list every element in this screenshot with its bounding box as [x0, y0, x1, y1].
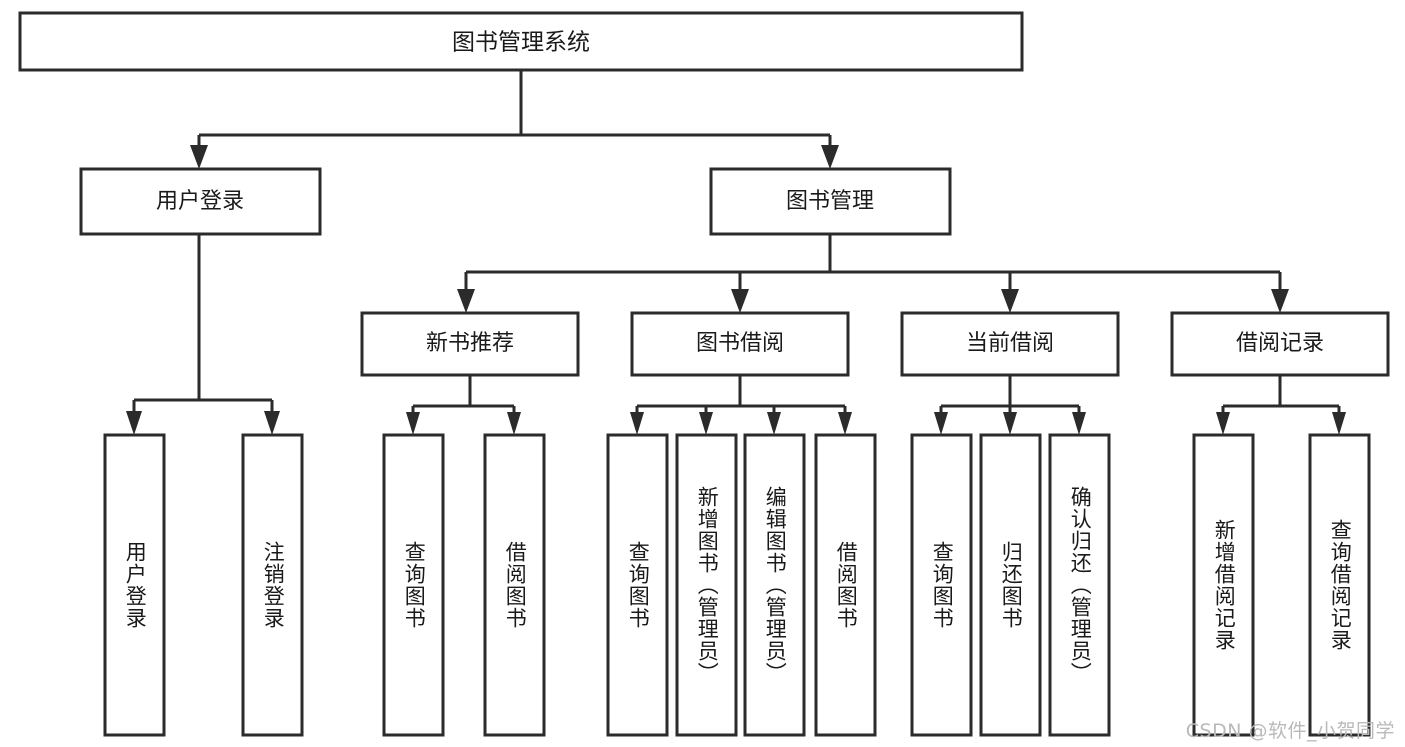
node-borrow-record-label: 借阅记录 [1236, 331, 1324, 356]
arrow-head-leaf-current-borrow-2 [1003, 412, 1017, 435]
node-book-manage-label: 图书管理 [786, 189, 874, 214]
node-root-box[interactable] [18, 11, 1024, 72]
arrow-head-leaf-new-book-1 [406, 412, 420, 435]
node-book-borrow-box[interactable] [630, 311, 850, 377]
leaf-box-user-login-1[interactable] [103, 433, 166, 737]
leaf-box-borrow-record-1[interactable] [1192, 433, 1255, 737]
arrow-head-leaf-user-login-2 [264, 411, 280, 435]
leaf-box-book-borrow-4[interactable] [814, 433, 877, 737]
arrow-head-leaf-current-borrow-1 [934, 412, 948, 435]
csdn-watermark: CSDN @软件_小贺同学 [1185, 720, 1395, 742]
arrow-head-leaf-book-borrow-1 [630, 412, 644, 435]
node-borrow-record-box[interactable] [1170, 311, 1390, 377]
node-root-label: 图书管理系统 [452, 30, 590, 56]
node-root[interactable]: 图书管理系统 [18, 11, 1024, 72]
leaf-box-current-borrow-1[interactable] [910, 433, 973, 737]
arrow-head-leaf-borrow-record-1 [1216, 412, 1230, 435]
arrow-head-leaf-current-borrow-3 [1072, 412, 1086, 435]
arrow-head-book-manage [821, 145, 839, 169]
node-book-manage-box[interactable] [709, 167, 952, 236]
arrow-head-new-book-rec [457, 289, 475, 313]
node-current-borrow[interactable]: 当前借阅 [900, 311, 1120, 377]
node-current-borrow-label: 当前借阅 [966, 331, 1054, 356]
node-borrow-record[interactable]: 借阅记录 [1170, 311, 1390, 377]
leaf-box-new-book-rec-2[interactable] [483, 433, 546, 737]
node-user-login-box[interactable] [79, 167, 322, 236]
arrow-head-book-borrow [731, 289, 749, 313]
arrow-head-leaf-user-login-1 [126, 411, 142, 435]
leaf-box-current-borrow-2[interactable] [979, 433, 1042, 737]
leaf-box-user-login-2[interactable] [241, 433, 304, 737]
node-new-book-rec-box[interactable] [360, 311, 580, 377]
arrow-head-current-borrow [1001, 289, 1019, 313]
arrow-head-leaf-book-borrow-4 [838, 412, 852, 435]
arrow-head-borrow-record [1271, 289, 1289, 313]
arrow-head-leaf-book-borrow-3 [767, 412, 781, 435]
node-user-login[interactable]: 用户登录 [79, 167, 322, 236]
arrow-head-leaf-new-book-2 [507, 412, 521, 435]
arrow-head-leaf-borrow-record-2 [1332, 412, 1346, 435]
node-new-book-rec[interactable]: 新书推荐 [360, 311, 580, 377]
leaf-box-borrow-record-2[interactable] [1308, 433, 1371, 737]
node-book-borrow-label: 图书借阅 [696, 331, 784, 356]
leaf-box-current-borrow-3[interactable] [1048, 433, 1111, 737]
node-book-manage[interactable]: 图书管理 [709, 167, 952, 236]
node-user-login-label: 用户登录 [156, 189, 244, 214]
arrow-head-user-login [190, 145, 208, 169]
leaf-box-book-borrow-1[interactable] [606, 433, 669, 737]
node-new-book-rec-label: 新书推荐 [426, 331, 514, 356]
connector-layer [126, 70, 1346, 435]
node-book-borrow[interactable]: 图书借阅 [630, 311, 850, 377]
node-layer: 图书管理系统 用户登录 图书管理 新书推荐 图书借阅 当前 [18, 11, 1390, 737]
leaf-box-book-borrow-3[interactable] [743, 433, 806, 737]
leaf-box-book-borrow-2[interactable] [675, 433, 738, 737]
arrow-head-leaf-book-borrow-2 [699, 412, 713, 435]
node-current-borrow-box[interactable] [900, 311, 1120, 377]
leaf-box-new-book-rec-1[interactable] [382, 433, 445, 737]
